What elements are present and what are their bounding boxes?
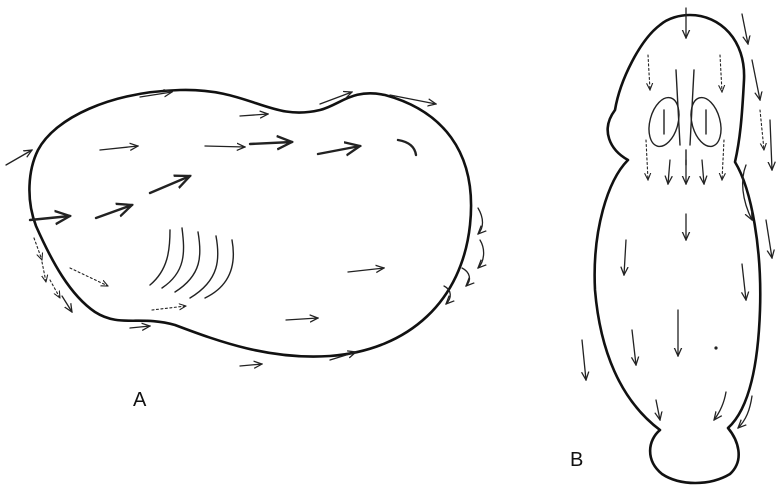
arrow	[348, 268, 384, 272]
arrow	[30, 216, 70, 220]
arrow	[286, 318, 318, 320]
panel-a-body-outline	[29, 90, 471, 357]
arrow	[770, 120, 772, 170]
arrow	[318, 146, 360, 154]
arrow	[632, 330, 636, 365]
arrow	[250, 142, 292, 144]
panel-b-dot	[714, 346, 717, 349]
panel-b: B	[570, 8, 772, 483]
arrow	[62, 296, 72, 312]
arrow	[742, 14, 748, 44]
arrow	[624, 240, 626, 275]
arrow	[646, 140, 648, 180]
arrow	[96, 205, 132, 218]
arrow	[742, 264, 746, 300]
panel-a-arrows	[6, 92, 484, 366]
arrow	[152, 306, 186, 310]
arrow	[752, 60, 760, 100]
panel-b-head-lines	[664, 70, 706, 165]
arrow	[714, 392, 726, 420]
arrow	[130, 326, 150, 328]
arrow	[150, 176, 190, 193]
panel-a-gill-lines	[150, 228, 233, 298]
panel-a: A	[6, 90, 484, 411]
arrow	[34, 238, 42, 260]
arrow	[462, 268, 469, 286]
arrow	[656, 400, 660, 420]
arrow	[50, 280, 60, 298]
arrow	[240, 114, 268, 116]
arrow	[648, 55, 650, 90]
arrow	[42, 262, 46, 282]
arrow	[6, 150, 32, 165]
arrow	[766, 220, 772, 258]
arrow	[240, 364, 262, 366]
arrow	[70, 268, 108, 286]
arrow	[398, 140, 416, 155]
arrow	[205, 146, 245, 147]
arrow	[100, 146, 138, 150]
arrow	[478, 240, 484, 268]
arrow	[478, 208, 483, 234]
panel-b-label: B	[570, 449, 583, 471]
arrow	[582, 340, 586, 380]
arrow	[722, 140, 724, 180]
arrow	[720, 55, 722, 92]
panel-a-label: A	[133, 389, 147, 411]
arrow	[668, 160, 670, 184]
arrow	[702, 160, 704, 184]
arrow	[760, 110, 764, 150]
